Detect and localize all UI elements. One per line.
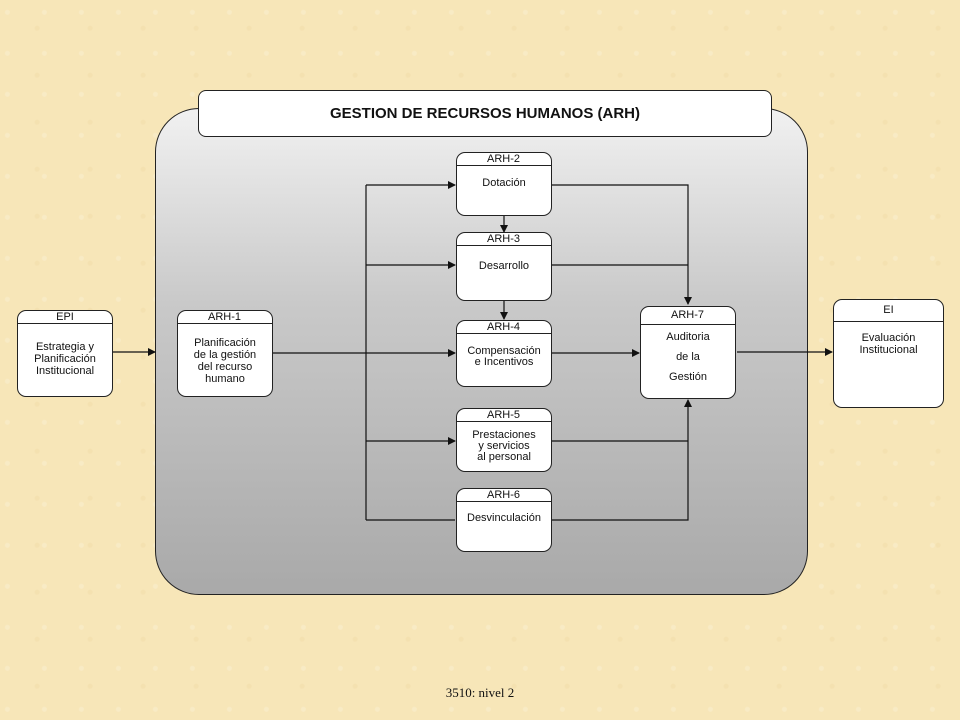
node-ei: EI Evaluación Institucional — [833, 299, 944, 408]
node-code: ARH-1 — [178, 311, 272, 324]
node-arh-2: ARH-2 Dotación — [456, 152, 552, 216]
node-label: Desarrollo — [478, 260, 530, 272]
node-epi: EPI Estrategia y Planificación Instituci… — [17, 310, 113, 397]
node-code: EI — [834, 300, 943, 322]
node-arh-1: ARH-1 Planificación de la gestión del re… — [177, 310, 273, 397]
edge-arh6-arh7 — [552, 399, 692, 521]
node-arh-7: ARH-7 Auditoria de la Gestión — [640, 306, 736, 399]
node-label: Planificación de la gestión del recurso … — [193, 337, 257, 385]
node-code: ARH-6 — [457, 489, 551, 502]
diagram-title: GESTION DE RECURSOS HUMANOS (ARH) — [198, 90, 772, 137]
node-label: Evaluación Institucional — [859, 332, 918, 356]
footer-caption: 3510: nivel 2 — [445, 685, 515, 700]
node-arh-3: ARH-3 Desarrollo — [456, 232, 552, 301]
node-label: Auditoria de la Gestión — [666, 331, 710, 383]
node-label: Prestaciones y servicios al personal — [472, 429, 536, 463]
node-code: ARH-7 — [641, 307, 735, 325]
node-label: Compensación e Incentivos — [467, 345, 541, 368]
node-code: ARH-4 — [457, 321, 551, 334]
node-code: ARH-3 — [457, 233, 551, 246]
node-arh-5: ARH-5 Prestaciones y servicios al person… — [456, 408, 552, 472]
node-code: ARH-5 — [457, 409, 551, 422]
node-arh-4: ARH-4 Compensación e Incentivos — [456, 320, 552, 387]
edge-arh2-arh7 — [552, 184, 692, 305]
node-label: Desvinculación — [467, 512, 541, 524]
node-code: EPI — [18, 311, 112, 324]
node-code: ARH-2 — [457, 153, 551, 166]
node-label: Estrategia y Planificación Institucional — [34, 341, 96, 377]
node-arh-6: ARH-6 Desvinculación — [456, 488, 552, 552]
node-label: Dotación — [482, 177, 526, 189]
